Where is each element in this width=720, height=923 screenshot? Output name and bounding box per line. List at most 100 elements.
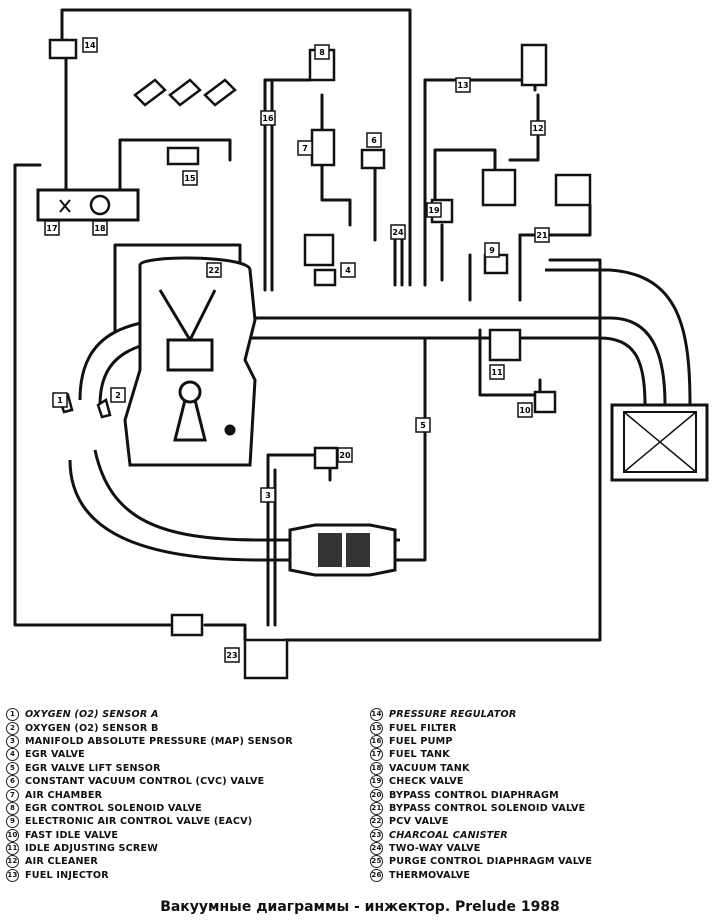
- legend-item-number: 19: [370, 775, 383, 789]
- legend-item-label: EGR VALVE LIFT SENSOR: [25, 762, 161, 774]
- hose-label-box: [455, 77, 471, 93]
- hose-label: 21: [536, 231, 548, 240]
- legend-item-number: 6: [6, 775, 19, 789]
- air-cleaner: [610, 403, 709, 482]
- hose-lines: [13, 8, 602, 642]
- hose-label: 17: [46, 224, 57, 233]
- legend-item-label: ELECTRONIC AIR CONTROL VALVE (EACV): [25, 816, 253, 828]
- hose-label: 7: [302, 144, 308, 153]
- legend-item-number: 14: [370, 708, 383, 722]
- hose-label-box: [340, 262, 356, 278]
- hose-label: 24: [392, 228, 404, 237]
- legend-item-label: VACUUM TANK: [389, 762, 470, 774]
- hose-label-box: [206, 262, 222, 278]
- legend-item-label: EGR CONTROL SOLENOID VALVE: [25, 802, 202, 814]
- legend-item-number: 24: [370, 842, 383, 856]
- hose-label-box: [224, 647, 240, 663]
- hose-label-box: [260, 487, 276, 503]
- legend-item-number: 21: [370, 801, 383, 815]
- hose-label: 8: [319, 48, 325, 57]
- legend-item-label: OXYGEN (O2) SENSOR A: [25, 709, 159, 721]
- hose-label-box: [337, 447, 353, 463]
- legend-item-label: AIR CLEANER: [25, 856, 99, 868]
- hose-label-box: [314, 44, 330, 60]
- legend-item-number: 17: [370, 748, 383, 762]
- hose-label-box: [415, 417, 431, 433]
- hose-label-box: [182, 170, 198, 186]
- diagram-caption: Вакуумные диаграммы - инжектор. Prelude …: [160, 899, 560, 915]
- fuel-tank: [36, 188, 140, 222]
- exhaust-pipe-a: [68, 459, 400, 562]
- hose-label: 4: [345, 266, 351, 275]
- hose-label-box: [110, 387, 126, 403]
- hose-label: 10: [519, 406, 531, 415]
- hose-thermo: [266, 453, 317, 472]
- hose-label: 22: [208, 266, 219, 275]
- catalytic-converter: [288, 523, 397, 577]
- hose-label: 5: [420, 421, 426, 430]
- legend-item-label: THERMOVALVE: [389, 869, 471, 881]
- legend-item: 5 EGR VALVE LIFT SENSOR: [6, 761, 366, 775]
- legend-item-number: 15: [370, 721, 383, 735]
- legend-item-label: CONSTANT VACUUM CONTROL (CVC) VALVE: [25, 776, 265, 788]
- legend-item-label: FUEL INJECTOR: [25, 869, 109, 881]
- legend-item-number: 2: [6, 721, 19, 735]
- legend-item: 9 ELECTRONIC AIR CONTROL VALVE (EACV): [6, 815, 366, 829]
- hose-13: [423, 78, 537, 92]
- hose-label-box: [297, 140, 313, 156]
- legend-item-number: 9: [6, 815, 19, 829]
- legend-item-number: 23: [370, 828, 383, 842]
- hose-left-down: [13, 208, 172, 627]
- legend-item: 24 TWO-WAY VALVE: [370, 842, 715, 856]
- legend-item-label: FUEL TANK: [389, 749, 450, 761]
- hose-label: 12: [532, 124, 543, 133]
- exhaust-pipe-b: [93, 449, 400, 542]
- legend-item-label: TWO-WAY VALVE: [389, 843, 481, 855]
- hose-label: 13: [457, 81, 468, 90]
- legend-item-number: 18: [370, 761, 383, 775]
- hose-label-box: [52, 392, 68, 408]
- pressure-regulator: [48, 38, 78, 60]
- air-duct-upper: [545, 268, 692, 406]
- egr-components: [303, 48, 386, 287]
- legend-item-label: FUEL FILTER: [389, 722, 457, 734]
- legend-item-number: 8: [6, 801, 19, 815]
- legend-item: 21 BYPASS CONTROL SOLENOID VALVE: [370, 801, 715, 815]
- legend-item-number: 25: [370, 855, 383, 869]
- legend-item-label: BYPASS CONTROL DIAPHRAGM: [389, 789, 559, 801]
- hose-filter: [118, 138, 232, 192]
- legend-item: 26 THERMOVALVE: [370, 868, 715, 882]
- legend-item-label: EGR VALVE: [25, 749, 85, 761]
- legend-item-number: 20: [370, 788, 383, 802]
- legend-item-number: 26: [370, 868, 383, 882]
- legend-item: 20 BYPASS CONTROL DIAPHRAGM: [370, 788, 715, 802]
- legend-item-label: BYPASS CONTROL SOLENOID VALVE: [389, 802, 586, 814]
- legend-item-number: 5: [6, 761, 19, 775]
- hose-label-box: [517, 402, 533, 418]
- legend-item-label: PCV VALVE: [389, 816, 449, 828]
- legend-item: 8 EGR CONTROL SOLENOID VALVE: [6, 801, 366, 815]
- hose-canister-left: [203, 623, 247, 642]
- hose-label: 3: [265, 491, 271, 500]
- legend-item-number: 16: [370, 734, 383, 748]
- lower-components: [170, 446, 339, 680]
- legend-item-label: OXYGEN (O2) SENSOR B: [25, 722, 159, 734]
- legend-item-label: AIR CHAMBER: [25, 789, 103, 801]
- hose-label-box: [82, 37, 98, 53]
- hose-tank-left: [13, 163, 42, 212]
- legend-item-label: FAST IDLE VALVE: [25, 829, 119, 841]
- legend-item-label: PRESSURE REGULATOR: [389, 709, 517, 721]
- hose-label: 2: [115, 391, 121, 400]
- hose-label: 14: [84, 41, 96, 50]
